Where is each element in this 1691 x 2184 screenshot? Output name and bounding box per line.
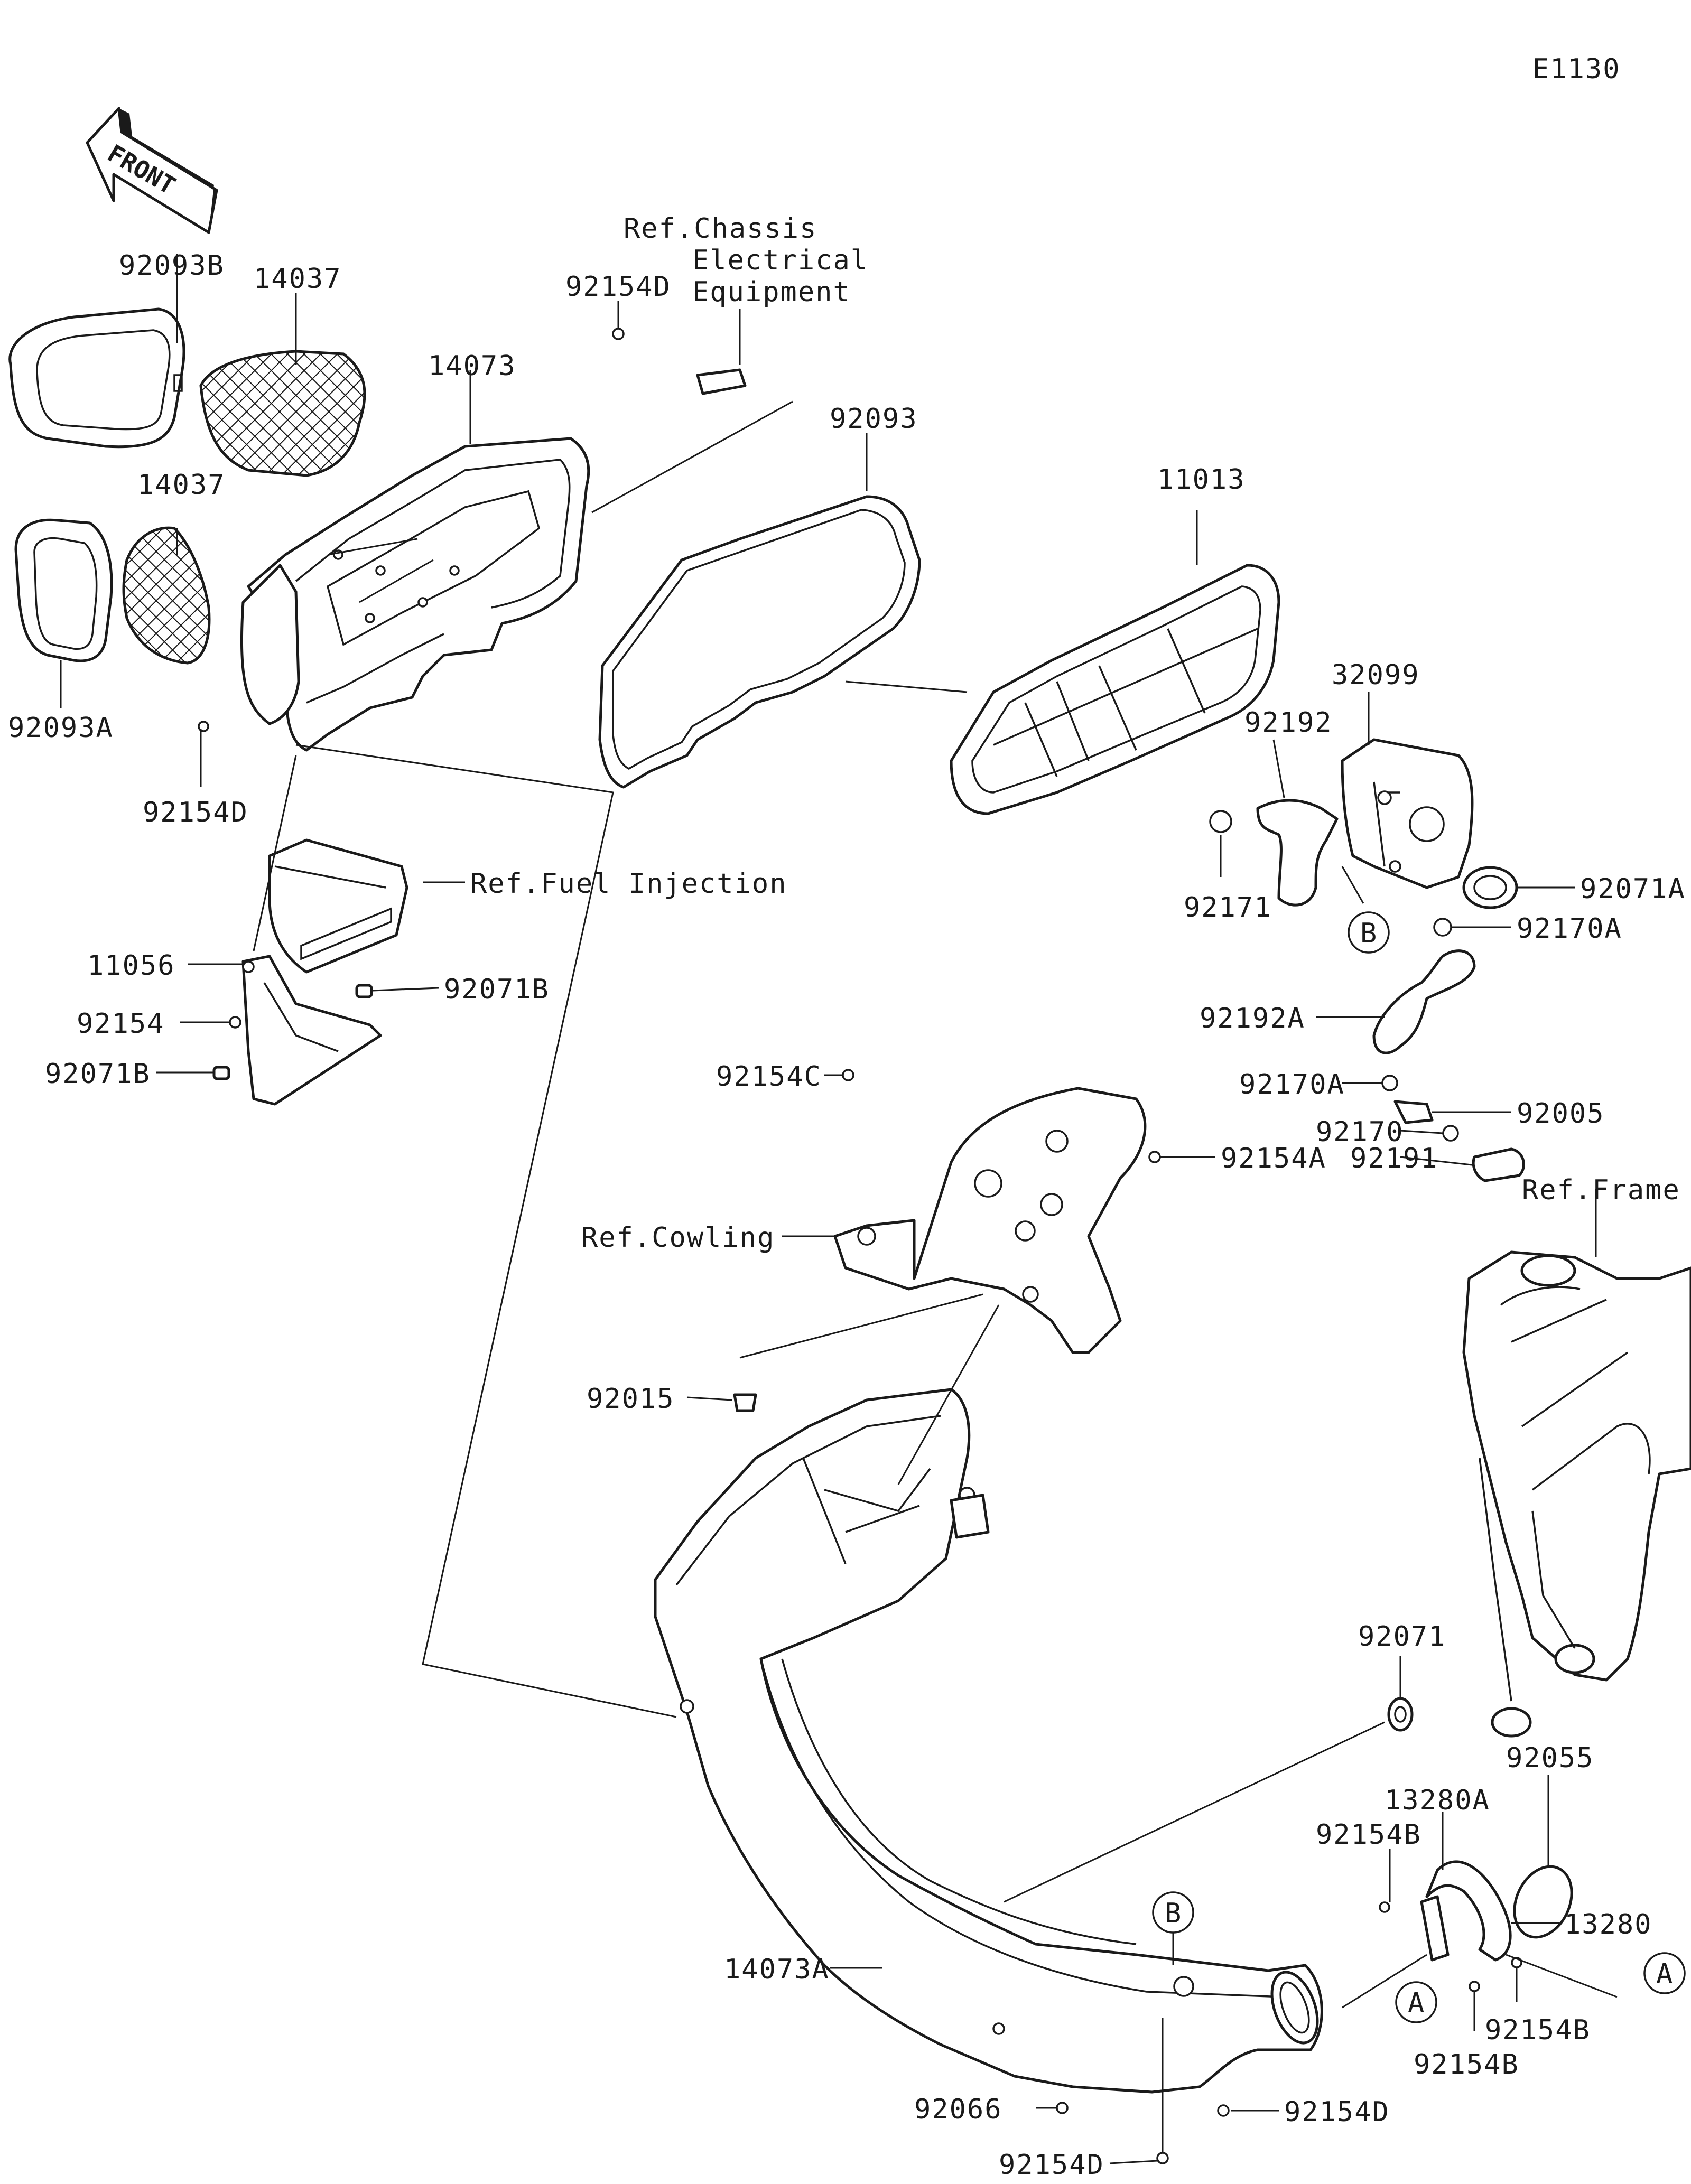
- label-13280: 13280: [1564, 1909, 1652, 1940]
- ref-chassis-line1: Ref.Chassis: [624, 213, 817, 245]
- front-arrow-icon: FRONT: [86, 107, 218, 234]
- part-frame-reference: [1462, 1250, 1691, 1738]
- label-92071B-right: 92071B: [444, 974, 550, 1005]
- label-92170: 92170: [1316, 1116, 1404, 1148]
- part-92005-fitting: [1393, 1100, 1434, 1124]
- diagram-code: E1130: [1532, 53, 1621, 85]
- label-92015: 92015: [587, 1383, 675, 1415]
- svg-text:B: B: [1360, 918, 1378, 949]
- part-14037-mesh-upper: [199, 350, 366, 477]
- part-92055-o-ring: [1513, 1865, 1573, 1939]
- part-92170-clamp: [1442, 1125, 1459, 1142]
- ref-chassis-line3: Equipment: [692, 276, 851, 308]
- part-cowling-bracket: [833, 1087, 1147, 1354]
- bolt-92154B-b: [1469, 1981, 1480, 1992]
- part-11013-air-filter: [950, 564, 1280, 815]
- label-92071B-left: 92071B: [45, 1058, 151, 1090]
- svg-text:B: B: [1165, 1898, 1182, 1929]
- label-92093B: 92093B: [119, 250, 225, 282]
- ref-frame: Ref.Frame: [1522, 1174, 1680, 1206]
- marker-a-right: A: [1643, 1952, 1686, 1994]
- label-92171: 92171: [1184, 892, 1272, 923]
- label-92071A: 92071A: [1580, 873, 1686, 905]
- marker-a-left: A: [1395, 1981, 1437, 2023]
- part-92192-hose: [1256, 799, 1339, 907]
- label-11013: 11013: [1157, 464, 1246, 496]
- part-14073-airbox-upper-housing: [240, 437, 590, 752]
- part-92071B-damper-right: [355, 984, 373, 998]
- ref-cowling: Ref.Cowling: [581, 1222, 775, 1254]
- ref-fuel-injection: Ref.Fuel Injection: [470, 868, 787, 900]
- part-14037-mesh-lower: [122, 526, 211, 665]
- label-92005: 92005: [1517, 1098, 1605, 1130]
- label-14073: 14073: [428, 350, 516, 382]
- label-92154D-bottom-right: 92154D: [1284, 2096, 1390, 2128]
- svg-text:A: A: [1656, 1958, 1674, 1990]
- part-92093A-duct-cover: [14, 518, 113, 662]
- label-92154B-bottom: 92154B: [1414, 2049, 1519, 2080]
- label-92170A-lower: 92170A: [1239, 1069, 1345, 1100]
- label-92093: 92093: [830, 403, 918, 435]
- label-11056: 11056: [87, 950, 175, 982]
- part-11056-intake-duct: [268, 838, 408, 974]
- bolt-92154A: [1148, 1151, 1161, 1163]
- bolt-92066: [1056, 2102, 1069, 2114]
- part-92071-grommet: [1387, 1697, 1414, 1732]
- ref-chassis-line2: Electrical: [692, 245, 868, 276]
- bolt-92154B-a: [1379, 1901, 1390, 1913]
- part-92170A-clamp-lower: [1381, 1075, 1398, 1091]
- label-92154D-left: 92154D: [143, 797, 248, 828]
- part-92191-cap: [1472, 1147, 1525, 1182]
- label-92192A: 92192A: [1200, 1003, 1305, 1034]
- label-32099: 32099: [1332, 659, 1420, 691]
- label-92066: 92066: [914, 2094, 1002, 2125]
- part-92071A-grommet: [1462, 866, 1518, 909]
- label-92192: 92192: [1244, 707, 1333, 739]
- part-92015-collar: [733, 1393, 757, 1412]
- bolt-92154D-top: [612, 328, 625, 340]
- bolt-92154D-bot2: [1156, 2152, 1169, 2164]
- label-14037-upper: 14037: [254, 263, 342, 295]
- label-92154: 92154: [77, 1008, 165, 1040]
- label-92154B-right: 92154B: [1485, 2014, 1591, 2046]
- svg-text:A: A: [1408, 1987, 1425, 2019]
- label-14037-lower: 14037: [137, 469, 226, 501]
- label-92154D-bottom: 92154D: [999, 2149, 1104, 2181]
- part-13280-clamp: [1420, 1860, 1512, 1962]
- label-92154B-upper: 92154B: [1316, 1819, 1421, 1851]
- part-32099-resonator: [1341, 738, 1474, 889]
- part-92192A-hose: [1372, 949, 1476, 1054]
- label-92154C: 92154C: [716, 1061, 822, 1093]
- part-92093-gasket: [598, 495, 921, 789]
- bolt-92154D-left: [198, 721, 209, 732]
- label-92154D-top: 92154D: [565, 271, 671, 303]
- label-92154A: 92154A: [1221, 1143, 1326, 1174]
- label-92170A-upper: 92170A: [1517, 913, 1622, 945]
- marker-b-lower: B: [1152, 1891, 1194, 1934]
- label-92093A: 92093A: [8, 712, 114, 744]
- part-92093B-duct-cover: [8, 307, 185, 449]
- part-bracket-left: [241, 955, 382, 1106]
- bolt-92154C: [842, 1069, 854, 1081]
- label-92191: 92191: [1350, 1143, 1438, 1174]
- label-14073A: 14073A: [724, 1954, 830, 1985]
- part-14073A-airbox-lower-housing: [654, 1388, 1323, 2094]
- label-92055: 92055: [1506, 1742, 1594, 1774]
- label-92071: 92071: [1358, 1621, 1446, 1653]
- leader-lines: [60, 254, 1618, 2164]
- bolt-92154D-bot1: [1217, 2104, 1230, 2117]
- part-92071B-damper-left: [212, 1066, 230, 1080]
- part-92154-bolt-left: [229, 1016, 241, 1029]
- part-92171-clamp: [1209, 810, 1232, 833]
- marker-b-upper: B: [1348, 911, 1390, 954]
- part-chassis-connector: [696, 368, 747, 395]
- label-13280A: 13280A: [1385, 1785, 1490, 1816]
- part-92170A-clamp-upper: [1433, 918, 1452, 937]
